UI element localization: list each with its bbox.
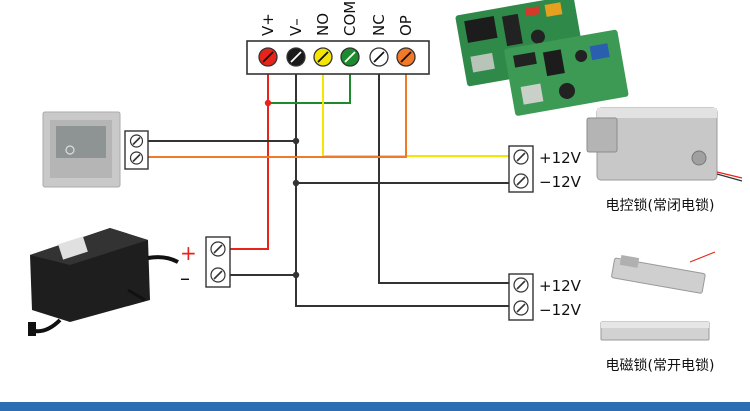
junction-dot	[292, 137, 300, 145]
top-lock-terminal	[508, 145, 534, 193]
terminal-dot-vminus	[286, 47, 306, 67]
terminal-dot-nc	[369, 47, 389, 67]
wire-green	[268, 68, 351, 104]
wire-black-nc	[378, 68, 520, 284]
exit-button-terminal	[124, 130, 149, 170]
power-adapter-image	[28, 228, 179, 336]
terminal-dot-vplus	[258, 47, 278, 67]
magnetic-lock-image	[600, 251, 716, 341]
bottom-blue-bar	[0, 402, 750, 411]
bottom-lock-terminal	[508, 273, 534, 321]
terminal-label-nc: NC	[370, 14, 388, 36]
junction-dots	[264, 99, 300, 279]
power-terminal	[205, 236, 231, 288]
terminal-dot-com	[340, 47, 360, 67]
terminal-dot-no	[313, 47, 333, 67]
controller-board-image	[455, 0, 629, 116]
power-minus-label: –	[180, 266, 190, 290]
wire-black-main	[295, 68, 520, 307]
terminal-label-op: OP	[397, 15, 415, 36]
electric-control-lock-image	[586, 107, 743, 182]
junction-dot	[292, 271, 300, 279]
wire-red	[230, 68, 269, 250]
exit-button-image	[42, 111, 121, 188]
junction-dot	[292, 179, 300, 187]
terminal-labels: V+ V– NO COM NC OP	[259, 1, 415, 36]
bottom-lock-minus-label: −12V	[539, 301, 582, 319]
terminal-dot-op	[396, 47, 416, 67]
top-lock-minus-label: −12V	[539, 173, 582, 191]
terminal-dots	[258, 47, 416, 67]
terminal-label-no: NO	[314, 13, 332, 36]
magnetic-lock-label: 电磁锁(常开电锁)	[606, 358, 715, 374]
power-plus-label: +	[180, 241, 197, 265]
terminal-label-vminus: V–	[287, 18, 305, 36]
top-lock-plus-label: +12V	[539, 149, 582, 167]
terminal-label-com: COM	[341, 1, 359, 36]
terminal-block: V+ V– NO COM NC OP	[246, 1, 430, 75]
terminal-label-vplus: V+	[259, 13, 277, 36]
electric-control-lock-label: 电控锁(常闭电锁)	[606, 198, 715, 214]
bottom-lock-plus-label: +12V	[539, 277, 582, 295]
junction-dot	[264, 99, 272, 107]
wires	[148, 68, 520, 307]
wire-orange	[148, 68, 407, 158]
